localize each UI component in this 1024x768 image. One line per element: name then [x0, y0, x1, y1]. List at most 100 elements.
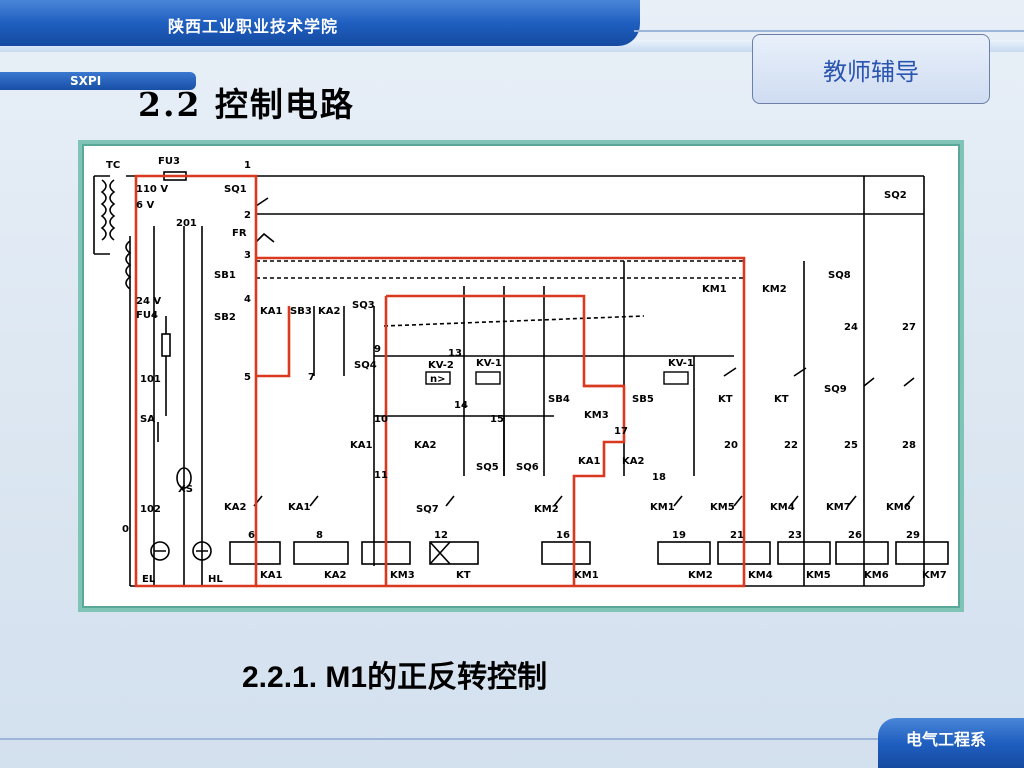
svg-text:22: 22: [784, 440, 798, 451]
svg-text:5: 5: [244, 372, 251, 383]
svg-text:SQ9: SQ9: [824, 384, 847, 395]
svg-text:n>: n>: [430, 374, 446, 385]
svg-text:FR: FR: [232, 228, 247, 239]
subsection-title: 2.2.1. M1的正反转控制: [242, 661, 548, 694]
svg-text:KM7: KM7: [826, 502, 851, 513]
svg-text:6 V: 6 V: [136, 200, 154, 211]
svg-text:15: 15: [490, 414, 504, 425]
svg-text:4: 4: [244, 294, 251, 305]
svg-text:KA1: KA1: [578, 456, 600, 467]
svg-text:102: 102: [140, 504, 161, 515]
svg-text:FU4: FU4: [136, 310, 158, 321]
svg-text:201: 201: [176, 218, 197, 229]
svg-text:13: 13: [448, 348, 462, 359]
svg-text:28: 28: [902, 440, 916, 451]
svg-text:101: 101: [140, 374, 161, 385]
svg-text:KA2: KA2: [622, 456, 644, 467]
footer-rule: [0, 738, 1024, 740]
svg-text:SQ6: SQ6: [516, 462, 539, 473]
highlight-path: [134, 174, 746, 588]
svg-text:6: 6: [248, 530, 255, 541]
circuit-diagram-frame: TC FU3 110 V 6 V 201 24 V FU4 101 SA XS …: [78, 140, 964, 612]
header-band: [0, 0, 640, 46]
svg-text:11: 11: [374, 470, 388, 481]
sxpi-bar: [0, 72, 196, 90]
svg-text:14: 14: [454, 400, 468, 411]
svg-text:2: 2: [244, 210, 251, 221]
svg-text:EL: EL: [142, 574, 156, 585]
svg-text:KA2: KA2: [318, 306, 340, 317]
svg-text:7: 7: [308, 372, 315, 383]
svg-text:SQ5: SQ5: [476, 462, 499, 473]
svg-text:SQ1: SQ1: [224, 184, 247, 195]
svg-text:KM2: KM2: [688, 570, 713, 581]
circuit-svg: TC FU3 110 V 6 V 201 24 V FU4 101 SA XS …: [93, 156, 949, 588]
svg-text:SQ8: SQ8: [828, 270, 851, 281]
svg-text:26: 26: [848, 530, 862, 541]
circuit-labels: TC FU3 110 V 6 V 201 24 V FU4 101 SA XS …: [106, 156, 947, 585]
svg-text:KA2: KA2: [414, 440, 436, 451]
svg-text:XS: XS: [178, 484, 193, 495]
svg-text:KM3: KM3: [584, 410, 609, 421]
svg-text:21: 21: [730, 530, 744, 541]
svg-text:KV-1: KV-1: [668, 358, 694, 369]
svg-text:KA1: KA1: [260, 570, 282, 581]
svg-text:KA2: KA2: [224, 502, 246, 513]
svg-text:KT: KT: [456, 570, 471, 581]
svg-text:8: 8: [316, 530, 323, 541]
footer-tab: [878, 718, 1024, 768]
svg-text:KA1: KA1: [350, 440, 372, 451]
svg-text:18: 18: [652, 472, 666, 483]
svg-text:23: 23: [788, 530, 802, 541]
svg-text:KA1: KA1: [260, 306, 282, 317]
svg-text:25: 25: [844, 440, 858, 451]
svg-text:KV-1: KV-1: [476, 358, 502, 369]
svg-text:SB1: SB1: [214, 270, 236, 281]
svg-text:27: 27: [902, 322, 916, 333]
school-name: 陕西工业职业技术学院: [168, 17, 339, 36]
svg-text:KM5: KM5: [710, 502, 735, 513]
svg-text:KM1: KM1: [650, 502, 675, 513]
svg-text:17: 17: [614, 426, 628, 437]
circuit-wiring: [93, 171, 949, 587]
svg-text:24 V: 24 V: [136, 296, 161, 307]
department-name: 电气工程系: [906, 730, 987, 749]
svg-text:SB4: SB4: [548, 394, 570, 405]
svg-text:TC: TC: [106, 160, 120, 171]
svg-text:KM6: KM6: [886, 502, 911, 513]
svg-text:FU3: FU3: [158, 156, 180, 167]
svg-text:KT: KT: [718, 394, 733, 405]
svg-text:KM6: KM6: [864, 570, 889, 581]
school-abbr: SXPI: [70, 74, 102, 88]
svg-text:SQ3: SQ3: [352, 300, 375, 311]
svg-text:SQ4: SQ4: [354, 360, 377, 371]
svg-text:KV-2: KV-2: [428, 360, 454, 371]
svg-text:SB3: SB3: [290, 306, 312, 317]
svg-text:SQ2: SQ2: [884, 190, 907, 201]
teacher-guide-button[interactable]: 教师辅导: [752, 34, 990, 104]
svg-text:0: 0: [122, 524, 129, 535]
svg-text:KT: KT: [774, 394, 789, 405]
svg-text:SQ7: SQ7: [416, 504, 439, 515]
svg-text:3: 3: [244, 250, 251, 261]
svg-text:KM4: KM4: [770, 502, 795, 513]
svg-text:16: 16: [556, 530, 570, 541]
svg-text:24: 24: [844, 322, 858, 333]
svg-text:SA: SA: [140, 414, 155, 425]
svg-text:20: 20: [724, 440, 738, 451]
circuit-diagram: TC FU3 110 V 6 V 201 24 V FU4 101 SA XS …: [82, 144, 960, 608]
svg-text:KA1: KA1: [288, 502, 310, 513]
svg-text:KM1: KM1: [702, 284, 727, 295]
svg-text:KM7: KM7: [922, 570, 947, 581]
svg-text:HL: HL: [208, 574, 223, 585]
svg-text:12: 12: [434, 530, 448, 541]
svg-text:29: 29: [906, 530, 920, 541]
svg-text:KM5: KM5: [806, 570, 831, 581]
svg-text:KM4: KM4: [748, 570, 773, 581]
svg-text:KM2: KM2: [534, 504, 559, 515]
svg-text:KM3: KM3: [390, 570, 415, 581]
svg-text:1: 1: [244, 160, 251, 171]
svg-text:SB5: SB5: [632, 394, 654, 405]
header-rule: [634, 30, 1024, 32]
svg-text:10: 10: [374, 414, 388, 425]
